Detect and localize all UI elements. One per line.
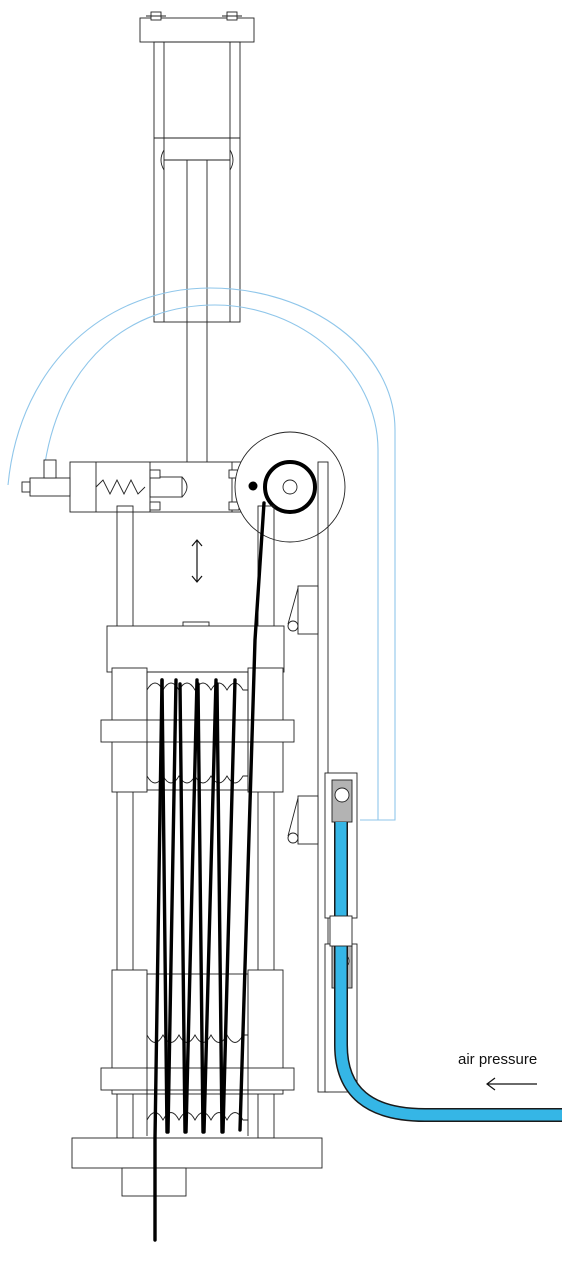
spring-plunger — [95, 476, 188, 498]
air-pipe — [329, 822, 562, 1122]
sensor-cable — [7, 287, 396, 821]
stroke-indicator — [191, 539, 203, 583]
base-plate — [71, 1137, 323, 1197]
pressure-sensor — [21, 459, 71, 497]
wire — [153, 501, 266, 1242]
air-pressure-label: air pressure — [458, 1051, 537, 1068]
air-pressure-callout: air pressure — [458, 1051, 537, 1091]
lower-roller-block — [100, 969, 295, 1136]
air-cylinder — [139, 11, 255, 481]
pivot-pin — [248, 481, 258, 491]
pulley — [234, 431, 346, 543]
frame-plate — [287, 461, 329, 1093]
cylinder-cap-bolts — [146, 11, 242, 21]
